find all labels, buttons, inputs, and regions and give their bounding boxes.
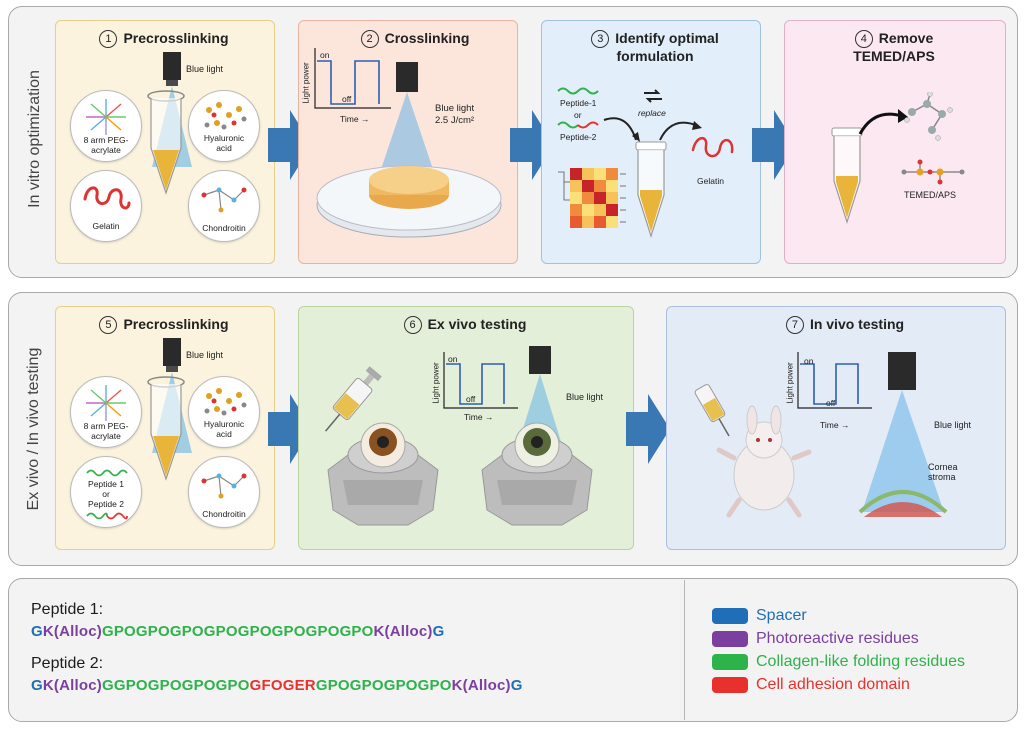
crosslink-dose-label: 2.5 J/cm² xyxy=(435,115,475,126)
p2-photo-start: K(Alloc) xyxy=(42,677,102,694)
legend-adhesion: Cell adhesion domain xyxy=(712,675,910,695)
cornea-stroma-label: Cornea stroma xyxy=(928,462,958,482)
ex-vivo-light-label: Blue light xyxy=(566,392,604,402)
plot-y-label: Light power xyxy=(301,62,311,104)
blue-light-label-5: Blue light xyxy=(186,350,224,360)
legend-swatch xyxy=(712,608,748,624)
hyaluronic-acid-circle: Hyaluronic acid xyxy=(188,90,260,162)
legend-swatch xyxy=(712,677,748,693)
row1-side-label: In vitro optimization xyxy=(26,70,43,208)
chondroitin-circle: Chondroitin xyxy=(188,170,260,242)
peptide-circle-5: Peptide 1 or Peptide 2 xyxy=(70,456,142,528)
lamp-in-vivo xyxy=(858,352,948,522)
p1-spacer-end: G xyxy=(432,623,445,640)
test-tube-3 xyxy=(634,140,668,240)
hyaluronic-acid-circle-5: Hyaluronic acid xyxy=(188,376,260,448)
peptide1-label: Peptide-1 xyxy=(560,98,597,108)
plot-on-label: on xyxy=(320,50,330,60)
peptide2-heading: Peptide 2: xyxy=(31,655,104,672)
p1-photo-end: K(Alloc) xyxy=(373,623,433,640)
plot7-y-label: Light power xyxy=(785,362,795,404)
test-tube-5 xyxy=(146,374,186,484)
heatmap xyxy=(558,160,630,240)
light-power-plot-7 xyxy=(788,350,874,420)
light-power-plot xyxy=(303,46,393,121)
light-power-plot-6 xyxy=(434,350,520,420)
plot6-on-label: on xyxy=(448,354,458,364)
blue-light-label: Blue light xyxy=(186,64,224,74)
crosslink-light-label: Blue light xyxy=(435,103,475,114)
legend-photoreactive: Photoreactive residues xyxy=(712,629,919,649)
p1-collagen: GPOGPOGPOGPOGPOGPOGPOGPO xyxy=(101,623,374,640)
panel-remove-temed xyxy=(784,20,1006,264)
plot6-time-label: Time → xyxy=(464,412,494,422)
plot7-on-label: on xyxy=(804,356,814,366)
gelatin-circle: Gelatin xyxy=(70,170,142,242)
eye-holder-right xyxy=(472,410,602,540)
peptide1-wave xyxy=(557,86,599,96)
legend-swatch xyxy=(712,654,748,670)
section-divider xyxy=(684,580,685,720)
peptide2-sequence: GK(Alloc)GGPOGPOGPOGPOGFOGERGPOGPOGPOGPO… xyxy=(31,677,523,694)
p1-photo-start: K(Alloc) xyxy=(42,623,102,640)
in-vivo-light-label: Blue light xyxy=(934,420,972,430)
panel-in-vivo xyxy=(666,306,1006,550)
gelatin-label-3: Gelatin xyxy=(697,176,724,186)
peg-acrylate-circle-5: 8 arm PEG-acrylate xyxy=(70,376,142,448)
plot-off-label: off xyxy=(342,94,352,104)
row2-side-label: Ex vivo / In vivo testing xyxy=(25,347,42,511)
p1-spacer-start: G xyxy=(31,623,43,640)
syringe xyxy=(310,362,390,442)
legend: Spacer Photoreactive residues Collagen-l… xyxy=(712,606,1002,706)
peptide2-label: Peptide-2 xyxy=(560,132,597,142)
molecule-cluster xyxy=(902,92,962,142)
step-number: 1 xyxy=(99,30,118,48)
plot-time-label: Time → xyxy=(340,114,370,124)
test-tube xyxy=(146,88,186,198)
plot6-y-label: Light power xyxy=(431,362,441,404)
test-tube-4 xyxy=(830,126,864,226)
p2-collagen-2: GPOGPOGPOGPO xyxy=(315,677,452,694)
arrow-step6-to-7 xyxy=(626,394,670,464)
petri-dish xyxy=(312,150,507,245)
peptide1-sequence: GK(Alloc)GPOGPOGPOGPOGPOGPOGPOGPOK(Alloc… xyxy=(31,623,445,640)
p2-spacer-end: G xyxy=(510,677,523,694)
replace-cycle-icon xyxy=(642,88,664,104)
eye-holder-left xyxy=(318,410,448,540)
chondroitin-circle-5: Chondroitin xyxy=(188,456,260,528)
p2-collagen-1: GGPOGPOGPOGPO xyxy=(101,677,250,694)
remove-arrow xyxy=(858,106,910,136)
legend-swatch xyxy=(712,631,748,647)
temed-aps-molecules xyxy=(898,158,968,186)
peg-acrylate-circle: 8 arm PEG-acrylate xyxy=(70,90,142,162)
p2-photo-end: K(Alloc) xyxy=(451,677,511,694)
peptide1-heading: Peptide 1: xyxy=(31,601,104,618)
plot7-time-label: Time → xyxy=(820,420,850,430)
curved-arrows xyxy=(602,110,712,150)
rabbit-illustration xyxy=(684,380,814,520)
temed-aps-label: TEMED/APS xyxy=(904,190,957,200)
plot6-off-label: off xyxy=(466,394,476,404)
replace-label: replace xyxy=(638,108,666,118)
peptide2-wave xyxy=(557,120,599,130)
legend-collagen: Collagen-like folding residues xyxy=(712,652,965,672)
sequence-section xyxy=(8,578,1018,722)
plot7-off-label: off xyxy=(826,398,836,408)
p2-spacer-start: G xyxy=(31,677,43,694)
legend-spacer: Spacer xyxy=(712,606,807,626)
or-label: or xyxy=(574,110,582,120)
p2-adhesion: GFOGER xyxy=(249,677,316,694)
gelatin-squiggle xyxy=(688,130,738,170)
